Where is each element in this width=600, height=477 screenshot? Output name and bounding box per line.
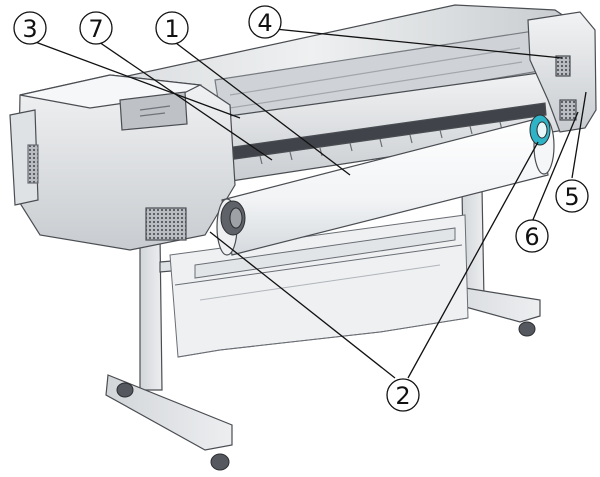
front-panel-window bbox=[119, 91, 188, 131]
right-grille bbox=[559, 99, 577, 121]
svg-text:6: 6 bbox=[524, 223, 539, 251]
spindle-hubs bbox=[220, 114, 551, 236]
svg-text:5: 5 bbox=[564, 183, 579, 211]
svg-text:2: 2 bbox=[395, 382, 410, 410]
svg-text:1: 1 bbox=[164, 15, 179, 43]
callout-7: 7 bbox=[79, 11, 113, 45]
callout-6: 6 bbox=[515, 219, 549, 253]
callouts: 3 7 1 4 5 6 2 bbox=[13, 5, 589, 412]
svg-text:7: 7 bbox=[88, 15, 103, 43]
callout-1: 1 bbox=[155, 11, 189, 45]
printer-body bbox=[9, 4, 597, 251]
callout-4: 4 bbox=[248, 5, 282, 39]
left-side-vents bbox=[27, 144, 39, 184]
svg-text:3: 3 bbox=[22, 15, 37, 43]
left-leg bbox=[139, 234, 163, 391]
callout-lines bbox=[29, 27, 587, 379]
callout-5: 5 bbox=[555, 179, 589, 213]
right-panel-window bbox=[555, 55, 571, 77]
left-grille bbox=[145, 207, 187, 241]
callout-3: 3 bbox=[13, 11, 47, 45]
left-foot bbox=[105, 374, 233, 451]
svg-text:4: 4 bbox=[257, 9, 272, 37]
callout-2: 2 bbox=[386, 378, 420, 412]
